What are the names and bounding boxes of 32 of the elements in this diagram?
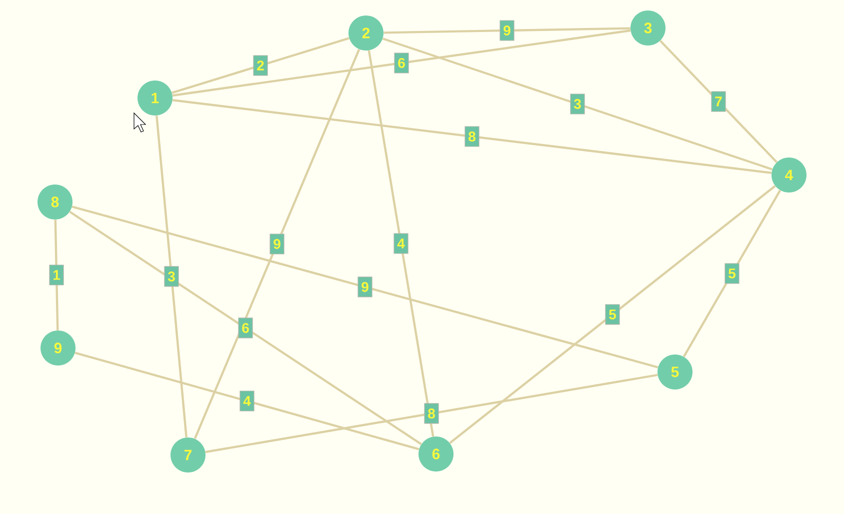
connector-line xyxy=(384,27,630,34)
connector-line xyxy=(69,210,422,446)
edge-label: 6 xyxy=(394,52,409,74)
edge-label: 8 xyxy=(424,403,439,424)
connector-line xyxy=(194,48,360,440)
connector-line xyxy=(172,37,350,94)
edge-label: 4 xyxy=(240,390,254,412)
connector-line xyxy=(449,185,776,444)
edge-label: 3 xyxy=(570,94,585,114)
edge-label: 6 xyxy=(238,318,253,338)
connector-line xyxy=(172,29,631,97)
connector-line xyxy=(659,40,778,163)
edge-label: 1 xyxy=(49,264,64,286)
edge-label: 9 xyxy=(270,234,284,254)
edge-label: 7 xyxy=(711,91,726,112)
connector-line xyxy=(205,374,658,454)
connector-line xyxy=(368,50,434,437)
connector-line xyxy=(382,38,773,170)
edge-label: 4 xyxy=(394,233,408,254)
connector-line xyxy=(54,220,59,330)
connector-line xyxy=(172,99,772,174)
connector-line xyxy=(682,190,782,358)
edge-label: 2 xyxy=(253,55,268,76)
edge-label: 5 xyxy=(605,304,620,325)
connector-line xyxy=(74,352,420,450)
edge-label: 3 xyxy=(164,266,179,287)
connector-line xyxy=(156,116,188,438)
edge-label: 9 xyxy=(500,20,514,41)
edge-label: 8 xyxy=(464,126,480,147)
connector-line xyxy=(72,206,658,368)
edge-label: 9 xyxy=(358,276,372,298)
edge-label: 5 xyxy=(724,263,740,284)
